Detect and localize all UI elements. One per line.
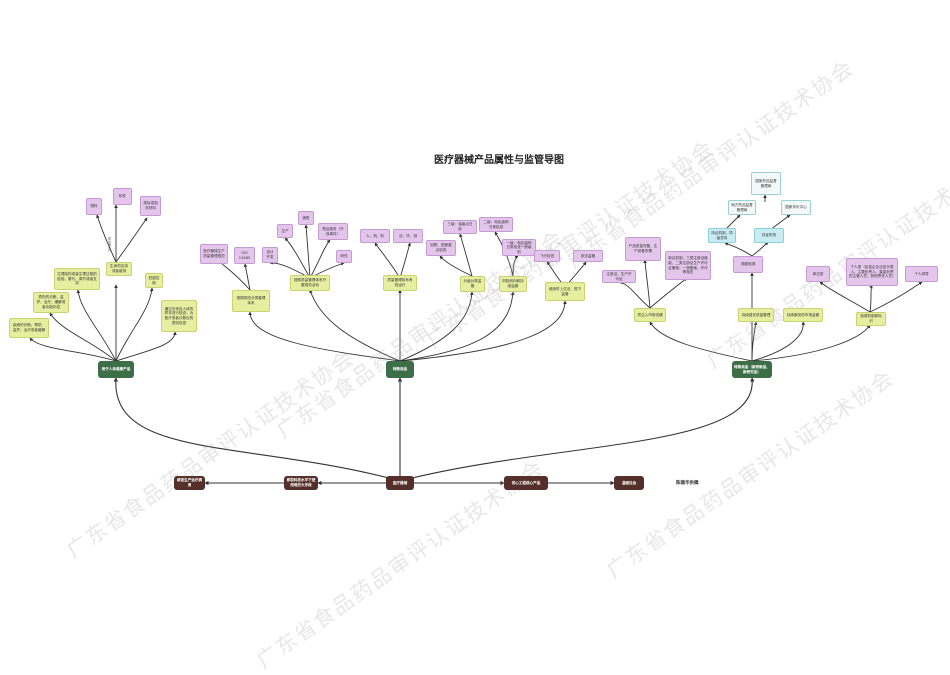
special-node[interactable]: 溯源追溯 (733, 256, 763, 273)
special-node[interactable]: 国家药品监督管理局 (751, 172, 781, 195)
author-credit: 陈翡华供稿 (676, 481, 699, 486)
special-node[interactable]: 持续服务的市场监管 (783, 308, 823, 322)
trunk-left1[interactable]: 病苦生产治疗病用 (174, 476, 205, 490)
goods-node[interactable]: 依法监管 (573, 250, 603, 262)
special-node[interactable]: 持续强化质量管理 (738, 308, 774, 322)
special-node[interactable]: 持证机制、同级意向 (708, 228, 736, 243)
edge-s5b (869, 284, 873, 313)
special-node[interactable]: 个人领导 (905, 266, 938, 282)
human-node[interactable]: 损伤的诊断、监护、治疗、缓解或者功能补偿 (33, 292, 69, 313)
trunk-left2[interactable]: 即取科技水平下使用用的大手段 (284, 476, 318, 490)
edge-g4 (399, 291, 474, 362)
special-node[interactable]: 个人型（包括企业法定代表人、主要负责人、直接负责的主管人员、其他责任人员） (846, 258, 898, 286)
goods-node[interactable]: 售后服务（不良事件） (318, 223, 348, 240)
goods-node[interactable]: 医疗器械生产质量管理规范 (200, 244, 228, 264)
edge-g2d (309, 239, 331, 279)
human-node[interactable]: 通过对来自人体的样本进行检查，为医疗或者诊断目的提供信息 (161, 300, 197, 332)
edge-g4b (459, 233, 473, 277)
edge-s5a (819, 281, 871, 313)
human-node[interactable]: 物料 (86, 198, 102, 215)
edge-g4a (439, 255, 473, 277)
edge-h3 (76, 289, 117, 362)
human-node[interactable]: 生理结构或者生理过程的检验、替代、调节或者支持 (54, 268, 100, 290)
edge-s3 (751, 321, 758, 362)
edge-s5 (751, 324, 871, 362)
page-title: 医疗器械产品属性与监管导图 (434, 155, 564, 166)
edge-g1b (243, 263, 251, 291)
goods-node[interactable]: 风险研判和持续监管 (499, 276, 527, 292)
special-node[interactable]: 新证机制、三类注册证赋能、二类注册证生产许可证备案、一类备案、许可等相关 (665, 251, 711, 280)
special-node[interactable]: 须注入市场流通 (634, 308, 666, 322)
edge-g3b (399, 242, 411, 279)
edge-g5b (512, 255, 519, 277)
goods-node[interactable]: 生产 (277, 224, 293, 238)
special-node[interactable]: 国家评价中心 (781, 200, 811, 215)
edge-s5c (869, 281, 923, 313)
edge-root-special (399, 377, 755, 482)
goods-node[interactable]: ISO 13485 (234, 247, 255, 264)
edge-s4 (751, 321, 806, 362)
goods-node[interactable]: 按照风险分类管理体系 (232, 290, 270, 312)
goods-node[interactable]: 质量管理体系有效运行 (383, 275, 417, 291)
branch-human[interactable]: 用于人体健康产品 (98, 361, 134, 378)
goods-node[interactable]: 回顾、国家重点检查 (426, 240, 456, 256)
goods-node[interactable]: 一级：地区级和日常检查一般级别 (502, 239, 536, 256)
goods-node[interactable]: 按照质量管理体系开展规范活动 (290, 275, 330, 291)
human-node[interactable]: 软件 (113, 188, 132, 205)
human-node[interactable]: 妊娠控制 (145, 273, 163, 288)
root-node[interactable]: 医疗器械 (386, 476, 414, 490)
goods-node[interactable]: 销售 (298, 211, 314, 225)
goods-node[interactable]: 法、环、测 (393, 229, 423, 243)
edge-h2 (49, 312, 117, 362)
trunk-right1[interactable]: 供心工程核心产品 (504, 476, 548, 490)
special-node[interactable]: 地方药品监督管理局 (728, 200, 756, 215)
human-node[interactable]: 生命的支持或者维持 (106, 262, 132, 276)
edge-s1 (649, 321, 753, 362)
edge-s2a (724, 242, 753, 257)
trunk-right2[interactable]: 温暖社会 (614, 476, 644, 490)
edge-h5 (115, 287, 154, 362)
human-node[interactable]: 疾病的诊断、预防、监护、治疗或者缓解 (9, 318, 49, 338)
special-node[interactable]: 注册证、生产许可证 (602, 270, 636, 283)
goods-node[interactable]: 使用时上位法、规下监管 (545, 282, 585, 301)
edge-s1b (643, 259, 651, 309)
edge-root-human (113, 377, 401, 482)
goods-node[interactable]: 三级：省级点日检 (443, 220, 477, 234)
branch-label: 供应方式 (107, 237, 112, 252)
edge-h9 (115, 217, 148, 263)
edge-h1 (29, 337, 117, 362)
goods-node[interactable]: 研究 (336, 250, 352, 263)
goods-node[interactable]: 飞行检查 (534, 250, 560, 262)
edge-g6 (399, 300, 567, 362)
edge-g1 (248, 311, 401, 362)
edge-s2d (769, 214, 791, 231)
edge-g2 (309, 289, 401, 362)
special-node[interactable]: 产品质量完备、生产前备所需 (625, 237, 661, 261)
branch-special[interactable]: 特殊商品（新研新品、新研究品） (732, 361, 772, 378)
edge-g2c (304, 224, 311, 279)
goods-node[interactable]: 设计开发 (262, 247, 278, 263)
goods-node[interactable]: 人、机、料 (360, 229, 390, 243)
edge-s2c (724, 214, 741, 231)
edge-s1c (649, 277, 688, 309)
goods-node[interactable]: 二级：地区级和日常检查 (479, 217, 513, 232)
edge-h6 (115, 331, 177, 362)
edge-s2b (751, 241, 769, 257)
special-node[interactable]: 持证机构 (754, 228, 784, 243)
edge-g5 (399, 291, 515, 362)
goods-node[interactable]: 分级分类监管 (460, 276, 485, 292)
edge-g3a (374, 242, 401, 279)
special-node[interactable]: 单位型 (806, 266, 830, 282)
branch-goods[interactable]: 特殊商品 (386, 361, 414, 378)
edge-h7 (96, 214, 117, 263)
human-node[interactable]: 类似或相关材料 (140, 196, 161, 216)
edge-s1a (619, 281, 651, 309)
edge-g2b (284, 237, 311, 279)
special-node[interactable]: 追溯机制和标识 (856, 312, 886, 326)
